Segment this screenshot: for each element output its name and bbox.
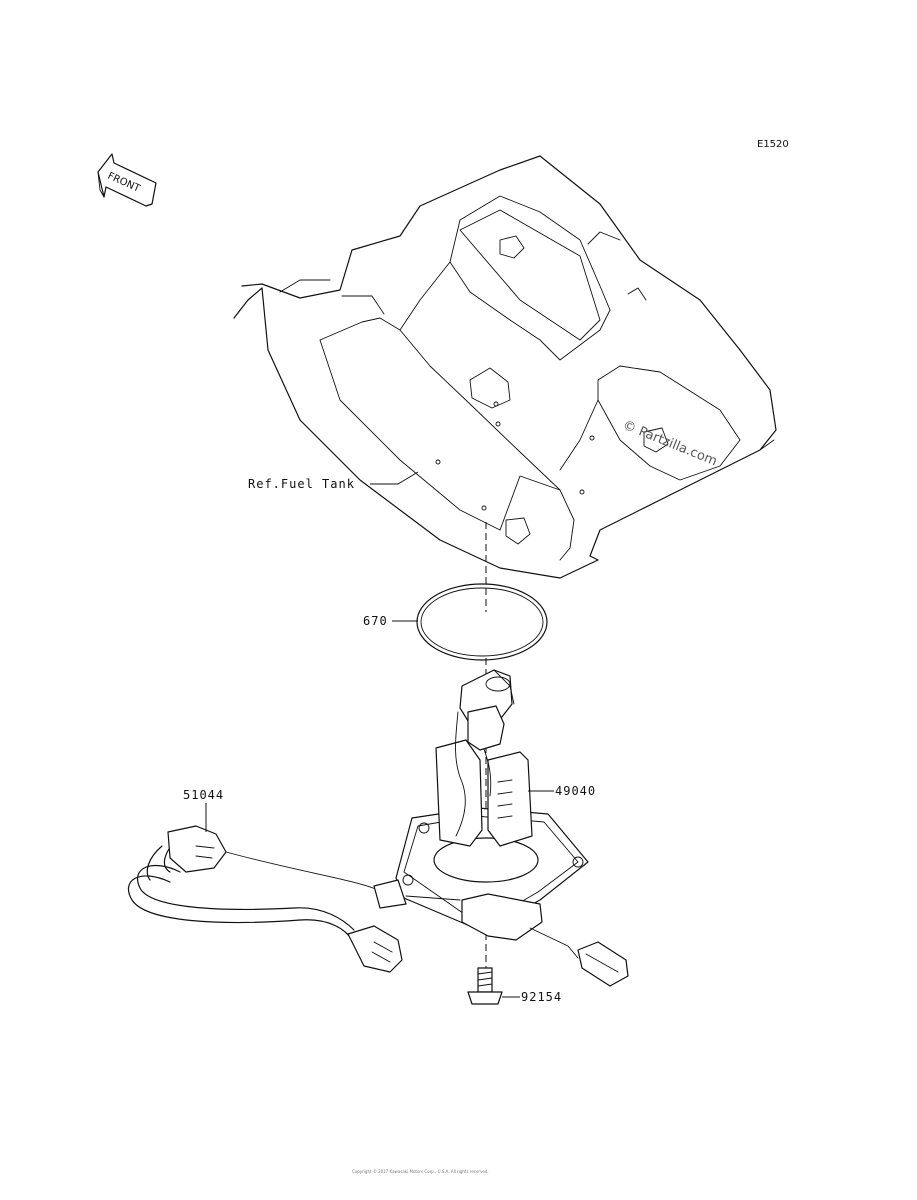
label-lead-wire: 51044 — [183, 788, 224, 802]
label-bolt: 92154 — [521, 990, 562, 1004]
label-fuel-pump: 49040 — [555, 784, 596, 798]
watermark: © Partzilla.com — [621, 418, 720, 469]
label-fuel-tank: Ref.Fuel Tank — [248, 477, 355, 491]
label-gasket: 670 — [363, 614, 388, 628]
fuel-tank — [233, 155, 777, 579]
fuel-pump-assembly — [395, 669, 589, 959]
pump-connector — [577, 941, 629, 987]
diagram-code: E1520 — [757, 139, 789, 150]
front-arrow-icon: FRONT — [97, 153, 157, 207]
leader-fuel-tank — [370, 471, 419, 485]
bolt — [467, 967, 503, 1005]
footer-copyright: Copyright © 2017 Kawasaki Motors Corp., … — [352, 1169, 489, 1174]
gasket-ring — [416, 583, 548, 661]
lead-wire-harness — [127, 825, 461, 973]
